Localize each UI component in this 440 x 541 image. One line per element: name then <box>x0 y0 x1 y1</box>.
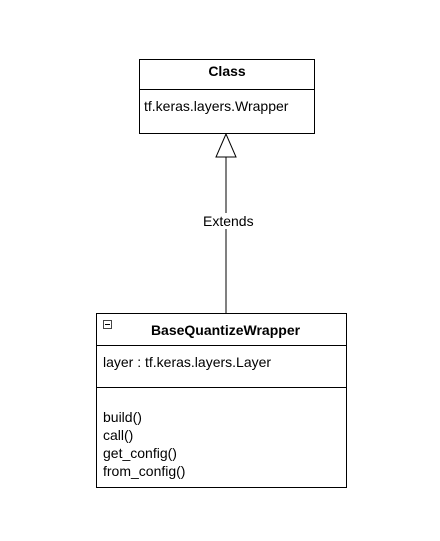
child-class-attributes-divider <box>97 387 346 388</box>
method-call: call() <box>103 427 134 443</box>
child-class-box[interactable]: BaseQuantizeWrapper layer : tf.keras.lay… <box>96 313 347 488</box>
method-build: build() <box>103 409 142 425</box>
method-from-config: from_config() <box>103 463 186 479</box>
parent-class-name: Class <box>208 63 246 79</box>
child-class-name: BaseQuantizeWrapper <box>150 322 301 338</box>
collapse-icon[interactable] <box>103 320 112 329</box>
child-class-attribute: layer : tf.keras.layers.Layer <box>103 354 272 370</box>
parent-class-attribute: tf.keras.layers.Wrapper <box>144 98 289 114</box>
child-class-header-divider <box>97 345 346 346</box>
extends-label[interactable]: Extends <box>202 213 255 229</box>
parent-class-box[interactable]: Class tf.keras.layers.Wrapper <box>139 59 315 134</box>
child-class-methods: build() call() get_config() from_config(… <box>103 408 185 480</box>
parent-class-divider <box>140 89 314 90</box>
hollow-triangle-arrow-icon <box>215 132 237 158</box>
method-get-config: get_config() <box>103 445 177 461</box>
